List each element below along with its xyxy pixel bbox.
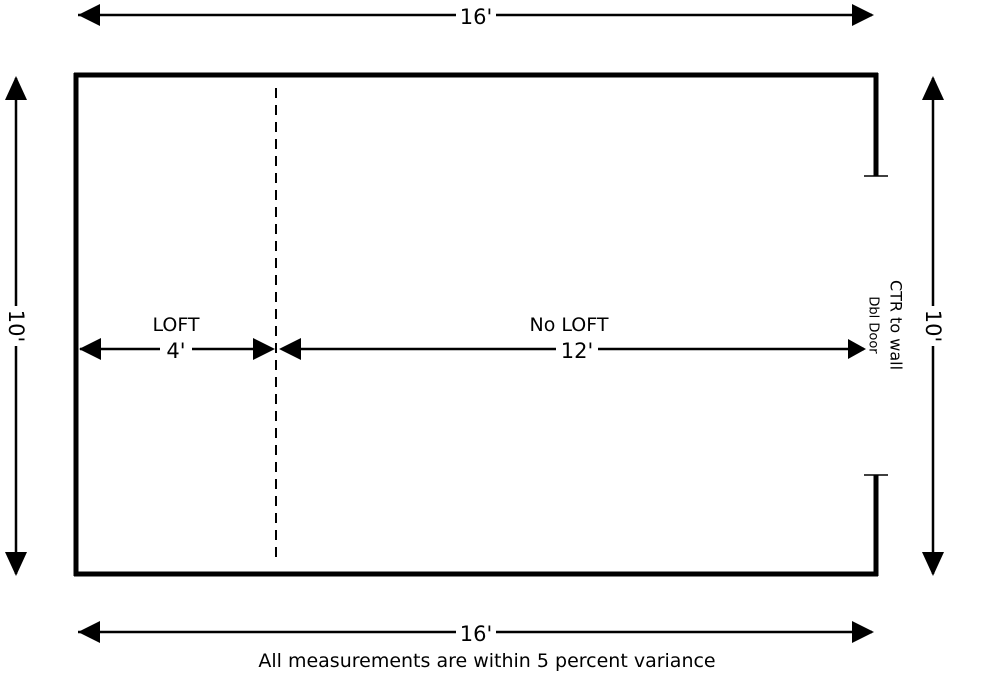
- no-loft-length-bg: [556, 338, 598, 360]
- top-label-bg: [456, 4, 496, 28]
- right-bottom-arrowhead: [922, 552, 944, 576]
- no-loft-left-arrowhead: [279, 338, 301, 360]
- no-loft-right-arrowhead: [848, 339, 866, 359]
- bottom-left-arrowhead: [78, 621, 100, 643]
- right-label-bg: [921, 306, 945, 346]
- top-right-arrowhead: [852, 4, 874, 26]
- right-height-label: 10': [921, 310, 945, 343]
- left-height-dimension: 10': [4, 76, 28, 576]
- left-top-arrowhead: [5, 76, 27, 100]
- left-label-bg: [4, 306, 28, 346]
- loft-length-label: 4': [166, 339, 185, 363]
- loft-dimension: LOFT 4': [79, 314, 275, 363]
- top-width-label: 16': [460, 5, 493, 29]
- no-loft-dimension: No LOFT 12': [279, 314, 866, 363]
- loft-right-arrowhead: [253, 338, 275, 360]
- no-loft-length-label: 12': [561, 339, 594, 363]
- bottom-right-arrowhead: [852, 621, 874, 643]
- left-bottom-arrowhead: [5, 552, 27, 576]
- top-left-arrowhead: [78, 4, 100, 26]
- top-width-dimension: 16': [78, 4, 874, 29]
- right-height-dimension: 10': [921, 76, 945, 576]
- door-label-line2: Dbl Door: [866, 296, 881, 354]
- footer-note: All measurements are within 5 percent va…: [258, 650, 715, 672]
- building-outline: [73, 72, 888, 577]
- door-annotation: CTR to wall Dbl Door: [866, 280, 906, 370]
- bottom-label-bg: [456, 620, 496, 644]
- bottom-width-label: 16': [460, 622, 493, 646]
- loft-left-arrowhead: [79, 338, 101, 360]
- left-height-label: 10': [4, 310, 28, 343]
- loft-label: LOFT: [152, 314, 199, 336]
- loft-length-bg: [160, 338, 192, 360]
- bottom-width-dimension: 16': [78, 620, 874, 646]
- no-loft-label: No LOFT: [530, 314, 609, 336]
- door-label-line1: CTR to wall: [887, 280, 906, 370]
- right-top-arrowhead: [922, 76, 944, 100]
